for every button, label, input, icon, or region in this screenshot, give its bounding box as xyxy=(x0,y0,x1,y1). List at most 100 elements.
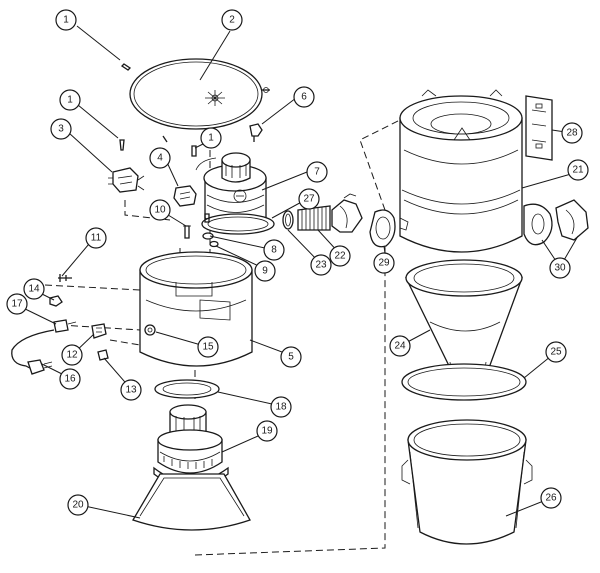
inlet-gasket xyxy=(369,209,396,248)
svg-text:1: 1 xyxy=(208,133,214,144)
callouts: 1 2 1 3 4 1 6 7 27 10 8 9 23 22 29 11 14… xyxy=(6,9,589,516)
bottom-washer xyxy=(209,240,219,248)
screw-top xyxy=(120,63,132,71)
callout-1-motor: 1 xyxy=(200,127,222,149)
exhaust-filter xyxy=(297,205,331,231)
cord-strain-relief xyxy=(53,319,77,333)
filter-ring xyxy=(401,363,527,401)
svg-text:1: 1 xyxy=(67,95,73,106)
callout-17: 17 xyxy=(6,293,28,315)
base-gasket xyxy=(132,473,251,531)
svg-text:2: 2 xyxy=(229,15,235,26)
svg-text:19: 19 xyxy=(261,426,273,437)
svg-text:26: 26 xyxy=(545,493,557,504)
callout-28: 28 xyxy=(561,122,583,144)
callout-29: 29 xyxy=(373,252,395,274)
callout-1-top: 1 xyxy=(55,9,77,31)
label-plate xyxy=(144,324,156,336)
cone-filter xyxy=(404,259,523,381)
power-cord xyxy=(11,329,55,375)
svg-text:7: 7 xyxy=(314,167,320,178)
callout-11: 11 xyxy=(85,227,107,249)
dirt-bucket xyxy=(401,419,533,545)
callout-24: 24 xyxy=(389,335,411,357)
svg-text:27: 27 xyxy=(303,194,315,205)
svg-text:30: 30 xyxy=(554,263,566,274)
svg-text:10: 10 xyxy=(154,205,166,216)
cord-grommet xyxy=(49,295,63,307)
tank-upper xyxy=(399,89,523,253)
motor-housing xyxy=(139,251,253,367)
svg-text:25: 25 xyxy=(550,347,562,358)
callout-21: 21 xyxy=(567,159,589,181)
terminal xyxy=(97,349,109,361)
svg-text:8: 8 xyxy=(271,245,277,256)
svg-text:20: 20 xyxy=(72,500,84,511)
motor-ring-gasket xyxy=(154,379,220,399)
svg-text:22: 22 xyxy=(334,251,346,262)
callout-25: 25 xyxy=(545,341,567,363)
inlet-elbow xyxy=(523,199,589,246)
callout-3: 3 xyxy=(50,118,72,140)
svg-text:24: 24 xyxy=(394,341,406,352)
svg-text:18: 18 xyxy=(275,402,287,413)
lid-logo-icon xyxy=(205,90,225,106)
callout-4: 4 xyxy=(149,147,171,169)
callout-30: 30 xyxy=(549,257,571,279)
callout-14: 14 xyxy=(23,278,45,300)
callout-19: 19 xyxy=(256,420,278,442)
screw-lid-bottom xyxy=(162,135,168,143)
svg-text:21: 21 xyxy=(572,165,584,176)
svg-text:29: 29 xyxy=(378,258,390,269)
callout-9: 9 xyxy=(254,260,276,282)
svg-text:1: 1 xyxy=(63,15,69,26)
svg-text:6: 6 xyxy=(301,92,307,103)
lower-motor xyxy=(153,404,229,489)
switch-bracket xyxy=(108,167,145,193)
callout-27: 27 xyxy=(298,188,320,210)
pin-screw-2 xyxy=(204,213,210,223)
receptacle xyxy=(91,323,107,339)
cover-lid xyxy=(129,58,263,130)
callout-12: 12 xyxy=(61,344,83,366)
callout-10: 10 xyxy=(149,199,171,221)
svg-text:16: 16 xyxy=(64,374,76,385)
knob-screw xyxy=(249,123,263,142)
svg-text:23: 23 xyxy=(315,260,327,271)
callout-16: 16 xyxy=(59,368,81,390)
callout-13: 13 xyxy=(120,379,142,401)
callout-8: 8 xyxy=(263,239,285,261)
callout-23: 23 xyxy=(310,254,332,276)
pin-screw xyxy=(183,225,191,239)
svg-text:9: 9 xyxy=(262,266,268,277)
callout-6: 6 xyxy=(293,86,315,108)
motor-gasket xyxy=(201,213,275,235)
exhaust-elbow xyxy=(331,193,363,233)
wire-clip xyxy=(58,274,72,282)
svg-text:11: 11 xyxy=(91,233,102,244)
svg-text:3: 3 xyxy=(58,124,64,135)
screw-switch xyxy=(119,139,125,151)
svg-text:12: 12 xyxy=(66,350,78,361)
svg-text:15: 15 xyxy=(202,342,214,353)
callout-5: 5 xyxy=(280,346,302,368)
svg-text:14: 14 xyxy=(28,284,40,295)
callout-15: 15 xyxy=(197,336,219,358)
callout-26: 26 xyxy=(540,487,562,509)
svg-text:17: 17 xyxy=(11,299,23,310)
callout-18: 18 xyxy=(270,396,292,418)
screw-motor xyxy=(191,145,197,157)
exhaust-ring xyxy=(282,210,294,230)
connector-block xyxy=(173,185,197,207)
svg-text:13: 13 xyxy=(125,385,137,396)
callout-20: 20 xyxy=(67,494,89,516)
mounting-bracket xyxy=(525,95,553,161)
callout-1-switch: 1 xyxy=(59,89,81,111)
callout-2: 2 xyxy=(221,9,243,31)
screw-lid-right xyxy=(262,87,270,93)
svg-text:28: 28 xyxy=(566,128,578,139)
svg-text:5: 5 xyxy=(288,352,294,363)
callout-7: 7 xyxy=(306,161,328,183)
svg-text:4: 4 xyxy=(157,153,163,164)
